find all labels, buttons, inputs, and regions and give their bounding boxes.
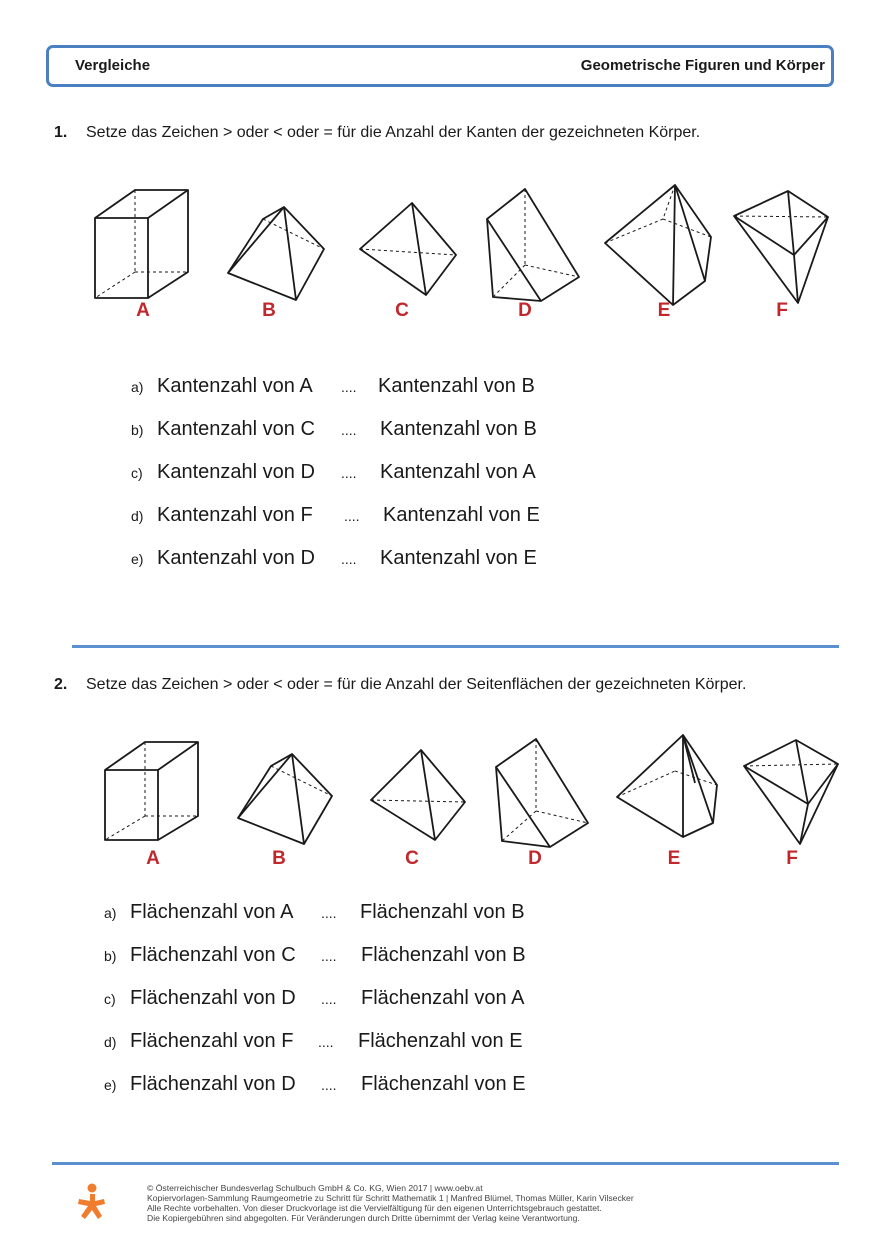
task2-instruction: 2. Setze das Zeichen > oder < oder = für … bbox=[54, 676, 746, 694]
figure-label-f: F bbox=[776, 300, 788, 321]
task1-instruction: 1. Setze das Zeichen > oder < oder = für … bbox=[54, 124, 700, 142]
task2-text: Setze das Zeichen > oder < oder = für di… bbox=[86, 676, 747, 693]
figure-wedge bbox=[486, 188, 580, 302]
section-divider bbox=[72, 645, 839, 648]
figure-triangular-pyramid bbox=[733, 190, 829, 304]
figure-label-b: B bbox=[262, 300, 276, 321]
figure-label-f: F bbox=[786, 848, 798, 869]
figure-cube bbox=[94, 189, 189, 299]
figure-triangular-bipyramid bbox=[370, 749, 466, 841]
figure-label-e: E bbox=[657, 300, 671, 321]
figure-label-d: D bbox=[518, 300, 532, 321]
header-topic: Vergleiche bbox=[75, 57, 151, 74]
figure-label-c: C bbox=[395, 300, 409, 321]
figure-label-e: E bbox=[667, 848, 681, 869]
task1-text: Setze das Zeichen > oder < oder = für di… bbox=[86, 124, 701, 141]
figure-pentagonal-pyramid bbox=[616, 734, 718, 838]
figure-label-d: D bbox=[528, 848, 542, 869]
footer-divider bbox=[52, 1162, 839, 1165]
figure-square-pyramid bbox=[237, 753, 333, 845]
task1-number: 1. bbox=[54, 124, 68, 141]
figure-wedge bbox=[495, 738, 589, 848]
figure-label-a: A bbox=[146, 848, 160, 869]
figure-label-b: B bbox=[272, 848, 286, 869]
header-box: Vergleiche Geometrische Figuren und Körp… bbox=[46, 45, 834, 87]
publisher-logo-icon bbox=[78, 1183, 105, 1219]
header-chapter: Geometrische Figuren und Körper bbox=[580, 57, 825, 74]
figure-pentagonal-pyramid bbox=[604, 184, 712, 306]
figure-triangular-bipyramid bbox=[359, 202, 457, 296]
footer-copyright: © Österreichischer Bundesverlag Schulbuc… bbox=[147, 1183, 634, 1223]
figure-cube bbox=[104, 741, 199, 841]
figure-label-c: C bbox=[405, 848, 419, 869]
task2-number: 2. bbox=[54, 676, 68, 693]
figure-triangular-pyramid bbox=[743, 739, 839, 845]
figure-label-a: A bbox=[136, 300, 150, 321]
figure-square-pyramid bbox=[227, 206, 325, 301]
